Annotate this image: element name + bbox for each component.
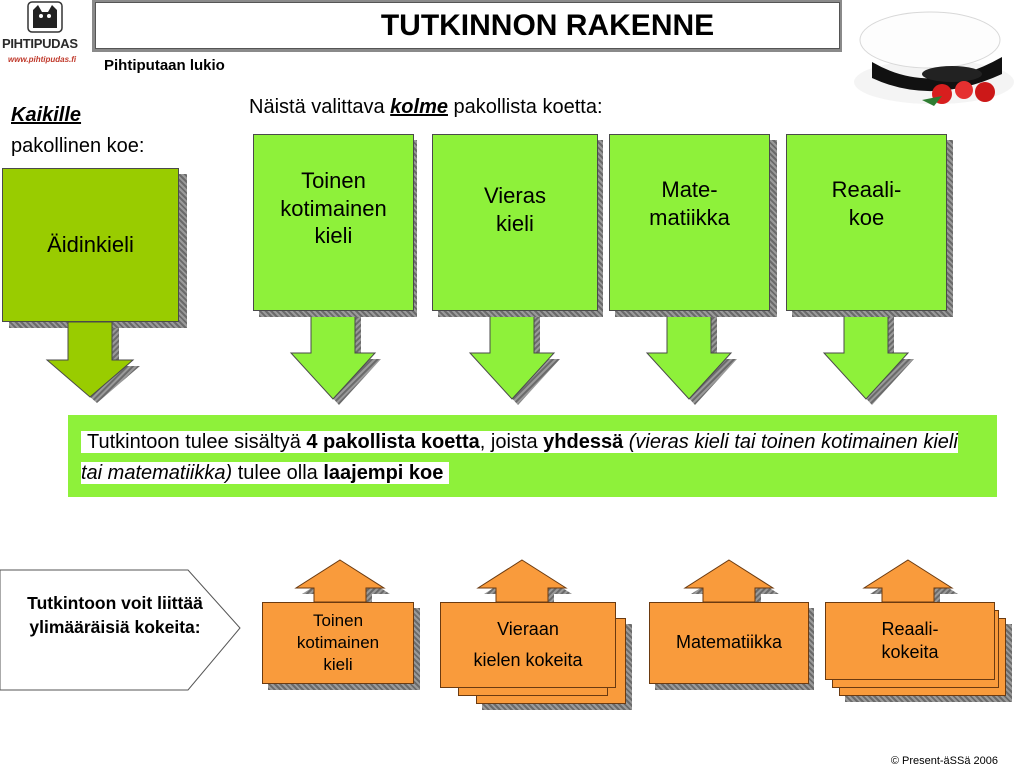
page-title: TUTKINNON RAKENNE xyxy=(380,8,715,42)
down-arrow-4 xyxy=(822,309,914,405)
mandatory-exam-label: pakollinen koe: xyxy=(11,135,145,157)
down-arrow-aidinkieli xyxy=(45,321,140,403)
down-arrow-3 xyxy=(645,309,737,405)
summary-box: Tutkintoon tulee sisältyä 4 pakollista k… xyxy=(68,415,997,497)
subject-box-aidinkieli: Äidinkieli xyxy=(2,168,179,322)
school-name: Pihtiputaan lukio xyxy=(104,57,225,74)
extra-exams-arrow-shape xyxy=(0,569,241,691)
copyright: © Present-äSSä 2006 xyxy=(890,755,998,767)
choose-three-instruction: Näistä valittava kolme pakollista koetta… xyxy=(249,96,603,118)
up-arrow-2 xyxy=(476,559,572,608)
down-arrow-1 xyxy=(289,309,381,405)
up-arrow-1 xyxy=(294,559,390,608)
logo-url: www.pihtipudas.fi xyxy=(8,55,77,64)
extra-box-reaali: Reaali-kokeita xyxy=(825,602,995,680)
summary-text: Tutkintoon tulee sisältyä 4 pakollista k… xyxy=(81,431,958,484)
logo-text: PIHTIPUDAS xyxy=(2,36,78,51)
down-arrow-2 xyxy=(468,309,560,405)
subject-box-matematiikka: Mate-matiikka xyxy=(609,134,770,311)
extra-exams-label: Tutkintoon voit liittää ylimääräisiä kok… xyxy=(27,593,203,637)
title-box: TUTKINNON RAKENNE xyxy=(95,2,840,49)
up-arrow-4 xyxy=(862,559,958,608)
kaikille-label: Kaikille xyxy=(11,104,82,126)
pihtipudas-logo xyxy=(0,0,92,66)
up-arrow-3 xyxy=(683,559,779,608)
cat-emblem-icon xyxy=(27,1,63,33)
subject-box-reaalikoe: Reaali-koe xyxy=(786,134,947,311)
graduation-cap-image xyxy=(854,11,1014,106)
extra-box-matematiikka: Matematiikka xyxy=(649,602,809,684)
